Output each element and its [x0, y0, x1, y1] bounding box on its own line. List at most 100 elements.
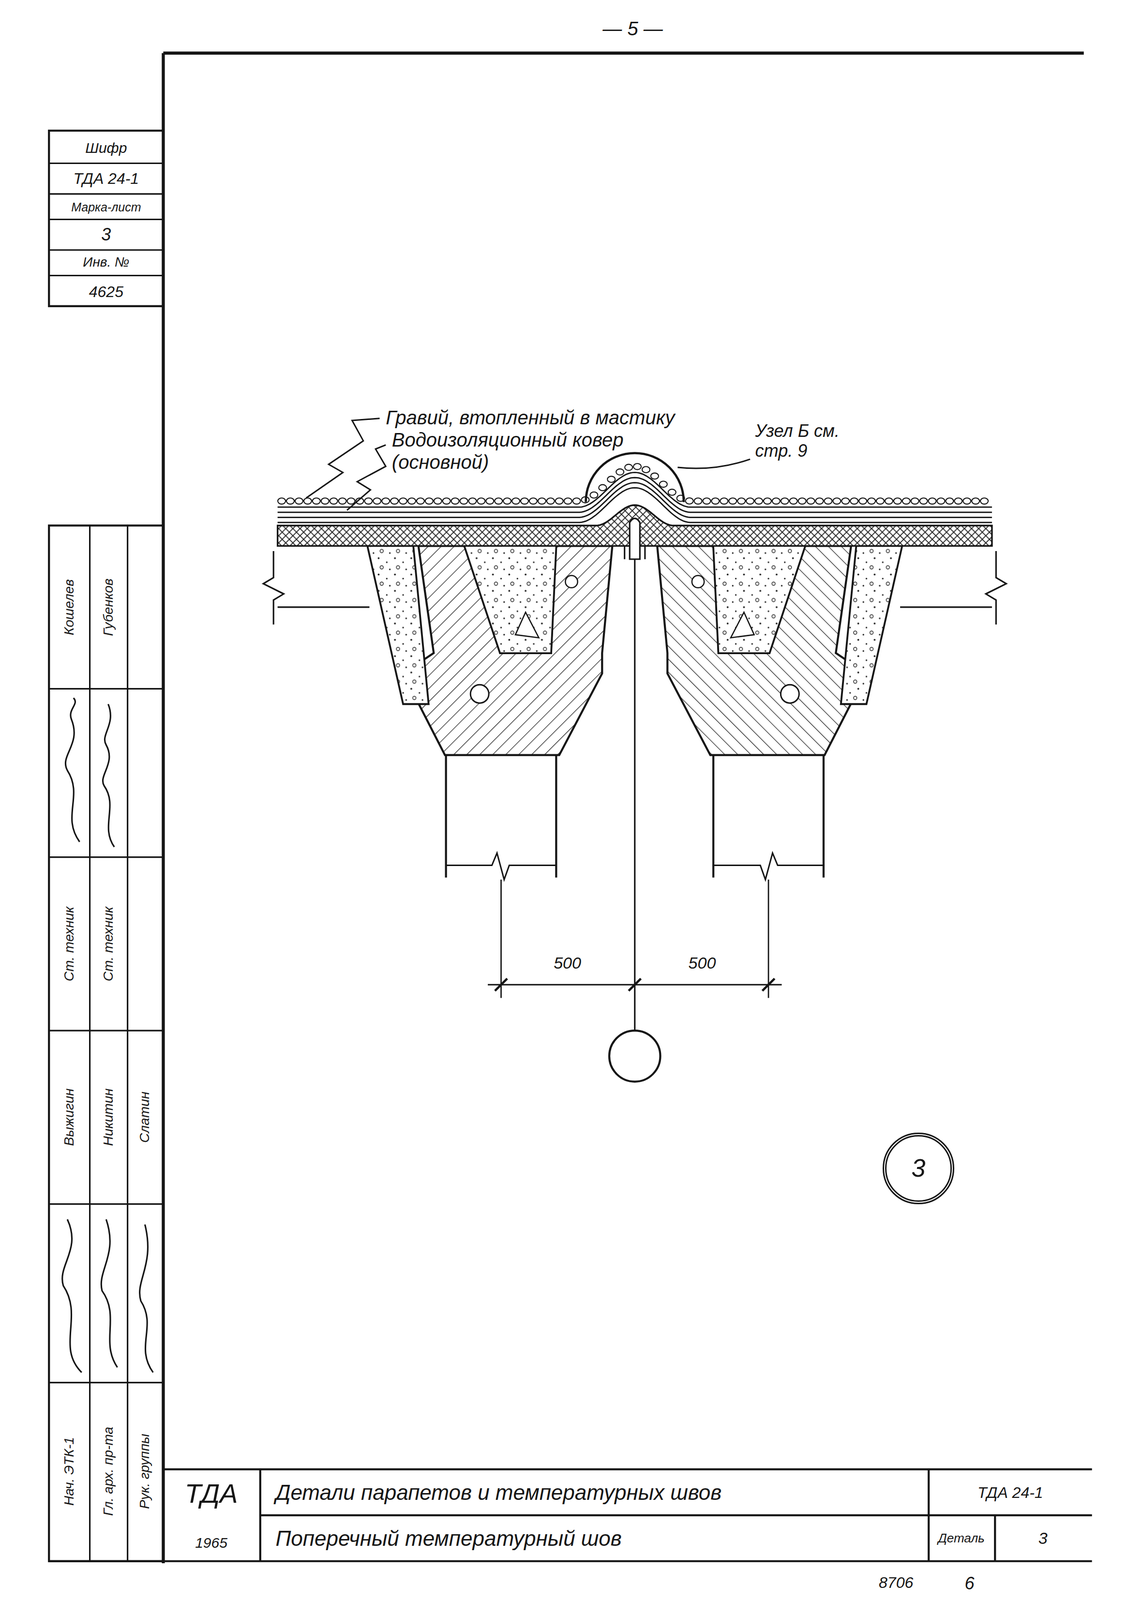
gravel — [434, 497, 442, 505]
detail-circle: 3 — [882, 1132, 955, 1205]
label: Слатин — [136, 1091, 153, 1143]
label: Никитин — [100, 1088, 116, 1147]
label-wrap: 3 — [1038, 1529, 1048, 1549]
gravel — [711, 497, 720, 505]
gravel — [373, 497, 381, 505]
gravel — [832, 497, 841, 505]
gravel — [962, 497, 971, 505]
label-wrap: 500 — [553, 953, 582, 973]
gravel — [546, 497, 555, 505]
gravel — [659, 481, 668, 488]
label: Детали парапетов и температурных швов — [275, 1480, 722, 1506]
label: Губенков — [100, 578, 116, 636]
gravel — [798, 497, 807, 505]
label: Кошелев — [61, 579, 77, 636]
dimension: 500 — [553, 953, 582, 973]
axis-bubble — [609, 1030, 661, 1082]
label-wrap: Слатин — [136, 1091, 153, 1143]
roof-layers — [277, 463, 993, 560]
label: Ст. техник — [61, 906, 77, 982]
label: Ст. техник — [100, 906, 116, 982]
label-wrap: ТДА 24-1 — [977, 1484, 1044, 1503]
gravel — [893, 497, 902, 505]
label: Шифр — [85, 139, 127, 157]
gravel — [286, 497, 295, 505]
label: ТДА 24-1 — [977, 1484, 1044, 1503]
gravel — [971, 497, 980, 505]
label-wrap: Инв. № — [82, 254, 130, 271]
label: Рук. группы — [136, 1433, 153, 1509]
gravel — [511, 497, 520, 505]
gravel — [650, 473, 659, 480]
gravel — [607, 476, 616, 483]
gravel — [364, 497, 373, 505]
gravel — [876, 497, 885, 505]
left-half — [263, 545, 625, 998]
label: 6 — [964, 1573, 975, 1594]
label-wrap: Марка-лист — [71, 200, 141, 215]
joint-axis — [633, 559, 636, 1031]
label-wrap: Никитин — [100, 1088, 116, 1147]
gravel — [902, 497, 911, 505]
gravel — [754, 497, 763, 505]
gravel — [538, 497, 546, 505]
gravel — [928, 497, 936, 505]
gravel — [312, 497, 321, 505]
gravel — [425, 497, 434, 505]
gravel — [442, 497, 451, 505]
gravel — [954, 497, 963, 505]
label-wrap: Губенков — [100, 578, 116, 636]
gravel — [555, 497, 564, 505]
stamp-rows — [48, 163, 164, 276]
label: ТДА 24-1 — [73, 169, 140, 188]
label: Гл. арх. пр-та — [100, 1427, 116, 1517]
label-wrap: Деталь — [937, 1531, 985, 1547]
gravel — [772, 497, 781, 505]
signature — [102, 704, 115, 847]
leader-line — [677, 459, 751, 469]
gravel — [850, 497, 858, 505]
label-wrap: Ст. техник — [100, 906, 116, 982]
gravel — [633, 463, 642, 470]
gravel — [885, 497, 893, 505]
gravel — [911, 497, 919, 505]
label-wrap: Узел Б см. стр. 9 — [755, 421, 867, 462]
label-wrap: Поперечный температурный шов — [275, 1526, 622, 1552]
gravel — [477, 497, 485, 505]
gravel — [459, 497, 468, 505]
node-callout-arc — [586, 452, 684, 502]
label-wrap: 4625 — [89, 283, 124, 301]
label-wrap: 500 — [688, 953, 717, 973]
gravel — [616, 468, 624, 476]
gravel — [737, 497, 746, 505]
label: 1965 — [195, 1534, 228, 1552]
leader-line — [346, 445, 386, 511]
label-wrap: ТДА 24-1 — [73, 169, 140, 188]
signature — [139, 1224, 154, 1373]
frame-top — [163, 51, 1084, 55]
gravel — [416, 497, 425, 505]
gravel — [529, 497, 538, 505]
stamp-box — [48, 130, 164, 307]
gravel — [624, 464, 633, 471]
gravel — [807, 497, 815, 505]
label: Гравий, втопленный в мастику — [385, 406, 675, 429]
label: ТДА — [184, 1478, 239, 1510]
page-number: — 5 — — [602, 17, 663, 40]
gravel — [520, 497, 529, 505]
gravel — [503, 497, 512, 505]
gravel — [945, 497, 954, 505]
gravel — [598, 484, 607, 492]
label-wrap: 6 — [964, 1573, 975, 1594]
gravel — [858, 497, 867, 505]
gravel — [693, 497, 702, 505]
gravel — [277, 497, 286, 505]
gravel — [451, 497, 460, 505]
dimension: 500 — [688, 953, 717, 973]
signature — [65, 698, 80, 843]
gravel — [407, 497, 416, 505]
label: 3 — [101, 224, 111, 245]
label-wrap: Выжигин — [61, 1088, 77, 1147]
signature — [62, 1219, 82, 1373]
label: Узел Б см. стр. 9 — [755, 421, 867, 462]
